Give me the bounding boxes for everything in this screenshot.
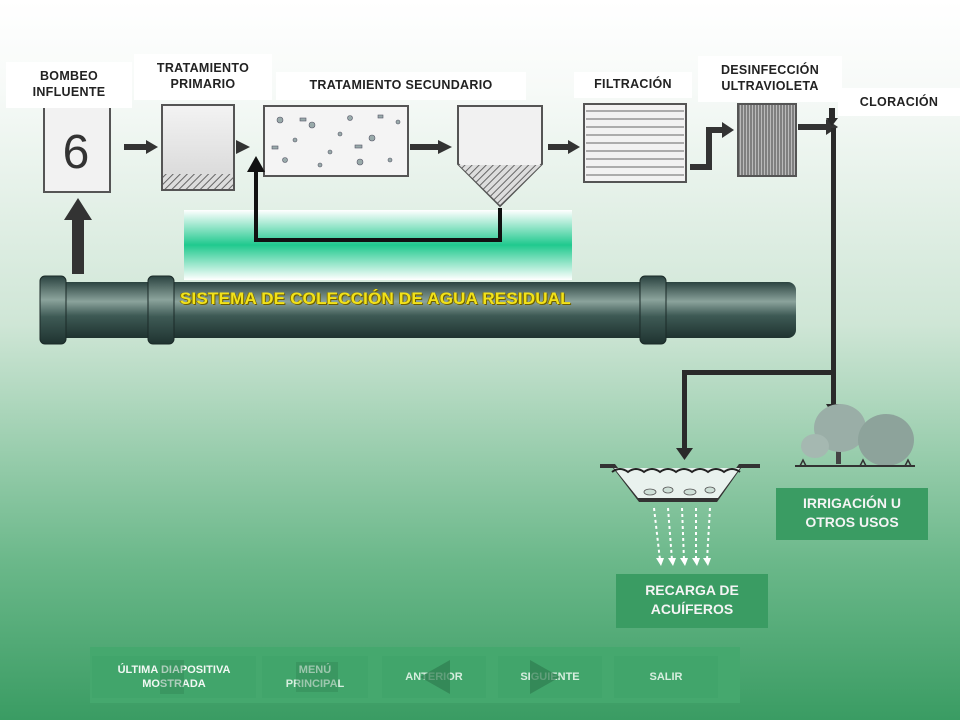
nav-menu-principal-button[interactable]: MENÚ PRINCIPAL (262, 656, 368, 698)
label-recarga-acuiferos: RECARGA DE ACUÍFEROS (616, 574, 768, 628)
label-tratamiento-primario: TRATAMIENTO PRIMARIO (134, 54, 272, 100)
label-tratamiento-secundario: TRATAMIENTO SECUNDARIO (276, 72, 526, 100)
label-irrigacion: IRRIGACIÓN U OTROS USOS (776, 488, 928, 540)
return-flow-band (184, 210, 572, 280)
return-arrowhead (247, 156, 265, 172)
pump-up-arrow (64, 198, 92, 274)
uv-unit (737, 103, 797, 177)
secondary-clarifier (457, 105, 543, 208)
label-desinfeccion-uv: DESINFECCIÓN ULTRAVIOLETA (698, 56, 842, 102)
nav-anterior-button[interactable]: ANTERIOR (382, 656, 486, 698)
nav-siguiente-button[interactable]: SIGUIENTE (498, 656, 602, 698)
label-filtracion: FILTRACIÓN (574, 72, 692, 98)
label-cloracion: CLORACIÓN (838, 88, 960, 116)
filter-unit (583, 103, 687, 183)
recharge-basin (600, 464, 760, 566)
nav-ultima-diapositiva-button[interactable]: ÚLTIMA DIAPOSITIVA MOSTRADA (92, 656, 256, 698)
return-sludge-line (254, 170, 502, 242)
collection-pipe (39, 275, 796, 345)
pump-unit: 6 (43, 105, 111, 193)
pump-symbol: 6 (63, 126, 90, 179)
label-bombeo-influente: BOMBEO INFLUENTE (6, 62, 132, 108)
flow-arrows (124, 119, 838, 170)
primary-tank (161, 104, 235, 191)
irrigation-trees (795, 404, 915, 467)
pipe-label: SISTEMA DE COLECCIÓN DE AGUA RESIDUAL (180, 289, 571, 308)
aeration-basin (263, 105, 409, 177)
nav-salir-button[interactable]: SALIR (614, 656, 718, 698)
